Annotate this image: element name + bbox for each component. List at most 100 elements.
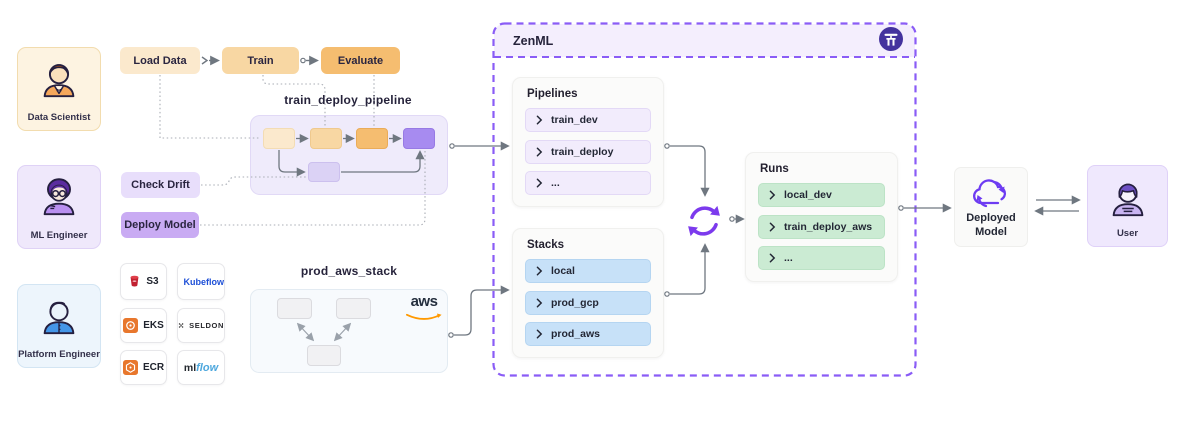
connector-dot (448, 332, 454, 338)
tool-card-ecr: ECR (120, 350, 167, 385)
pipeline-item: ... (525, 171, 651, 195)
run-item-label: ... (784, 252, 793, 264)
tool-card-s3: S3 (120, 263, 167, 300)
eks-icon (123, 318, 139, 333)
chevron-right-icon (536, 266, 543, 276)
kubeflow-icon (178, 281, 179, 282)
user-card: User (1087, 165, 1168, 247)
zenml-container: ZenML Pipelines train_dev train_deploy (492, 22, 917, 377)
aws-logo-text: aws (410, 293, 438, 310)
tool-card-kubeflow: Kubeflow (177, 263, 225, 300)
pipeline-item: train_deploy (525, 139, 651, 164)
user-label: User (1116, 228, 1139, 239)
run-item-label: train_deploy_aws (784, 220, 873, 233)
step-train: Train (222, 47, 299, 74)
action-label: Check Drift (131, 179, 190, 191)
action-check-drift: Check Drift (121, 172, 200, 198)
step-label: Train (247, 54, 274, 67)
seldon-icon (178, 323, 184, 328)
dag-node-load (263, 128, 295, 149)
runs-panel-title: Runs (760, 163, 789, 175)
action-deploy-model: Deploy Model (121, 212, 199, 238)
persona-card-platform-engineer: Platform Engineer (17, 284, 101, 368)
stacks-panel: Stacks local prod_gcp prod_aws (512, 228, 664, 358)
platform-engineer-icon (43, 301, 75, 335)
stack-component-node (277, 298, 312, 319)
pipelines-panel-title: Pipelines (527, 88, 578, 100)
deployed-model-label: Deployed Model (966, 212, 1016, 238)
stack-item: local (525, 259, 651, 283)
deployed-model-card: Deployed Model (954, 167, 1028, 247)
chevron-right-icon (769, 253, 776, 263)
chevron-right-icon (536, 329, 543, 339)
pipeline-item: train_dev (525, 108, 651, 132)
persona-label: Platform Engineer (18, 349, 100, 360)
stack-item-label: local (551, 265, 575, 277)
dag-node-evaluate (356, 128, 388, 149)
zenml-header: ZenML (494, 24, 915, 57)
run-item: ... (758, 246, 885, 270)
zenml-dashed-border (492, 22, 917, 377)
s3-icon (130, 275, 139, 287)
run-item-label: local_dev (784, 189, 832, 201)
chevron-right-icon (536, 115, 543, 125)
stack-item: prod_aws (525, 322, 651, 346)
chevron-right-icon (769, 222, 776, 231)
aws-logo: aws (403, 294, 445, 327)
connector-dot (300, 57, 306, 64)
zenml-logo-icon (879, 27, 903, 51)
ml-engineer-icon (43, 178, 75, 216)
persona-card-ml-engineer: ML Engineer (17, 165, 101, 249)
step-load-data: Load Data (120, 47, 200, 74)
persona-card-data-scientist: Data Scientist (17, 47, 101, 131)
mlflow-label-ml: ml (183, 361, 197, 374)
action-label: Deploy Model (124, 219, 196, 231)
dag-node-train (310, 128, 342, 149)
ecr-icon (122, 360, 138, 375)
tool-card-seldon: SELDON (177, 308, 225, 343)
connector-chevron (201, 56, 209, 65)
pipeline-item-label: train_dev (551, 114, 598, 126)
dag-node-drift (308, 162, 340, 182)
stack-item-label: prod_gcp (551, 296, 599, 309)
chevron-right-icon (536, 147, 543, 156)
data-scientist-icon (43, 64, 75, 98)
user-icon (1112, 183, 1143, 217)
tool-card-eks: EKS (120, 308, 167, 343)
zenml-title: ZenML (513, 33, 554, 48)
pipeline-item-label: train_deploy (551, 145, 614, 158)
stack-item-label: prod_aws (551, 328, 601, 340)
run-item: local_dev (758, 183, 885, 207)
chevron-right-icon (769, 190, 776, 200)
aws-stack-title: prod_aws_stack (300, 264, 398, 278)
tool-label: EKS (143, 320, 164, 331)
stack-item: prod_gcp (525, 290, 651, 315)
stack-component-node (336, 298, 371, 319)
sync-icon (688, 205, 720, 237)
step-label: Load Data (133, 54, 187, 67)
pipeline-title: train_deploy_pipeline (284, 93, 412, 107)
chevron-right-icon (536, 178, 543, 188)
tool-label: SELDON (189, 321, 224, 330)
step-label: Evaluate (337, 54, 384, 67)
tool-label: ECR (142, 362, 165, 373)
pipelines-panel: Pipelines train_dev train_deploy ... (512, 77, 664, 207)
tool-label: S3 (146, 276, 159, 287)
pipeline-dag-box (250, 115, 448, 195)
stack-component-node (307, 345, 341, 366)
runs-panel: Runs local_dev train_deploy_aws ... (745, 152, 898, 282)
pipeline-item-label: ... (551, 177, 560, 189)
persona-label: Data Scientist (27, 112, 91, 123)
chevron-right-icon (536, 298, 543, 307)
run-item: train_deploy_aws (758, 214, 885, 239)
aws-smile-icon (406, 313, 442, 320)
dag-node-deploy (403, 128, 435, 149)
cloud-sync-icon (973, 179, 1006, 208)
stacks-panel-title: Stacks (527, 239, 565, 251)
mlflow-label-flow: flow (196, 361, 219, 374)
tool-label: Kubeflow (183, 276, 225, 287)
persona-label: ML Engineer (30, 230, 88, 241)
step-evaluate: Evaluate (321, 47, 400, 74)
